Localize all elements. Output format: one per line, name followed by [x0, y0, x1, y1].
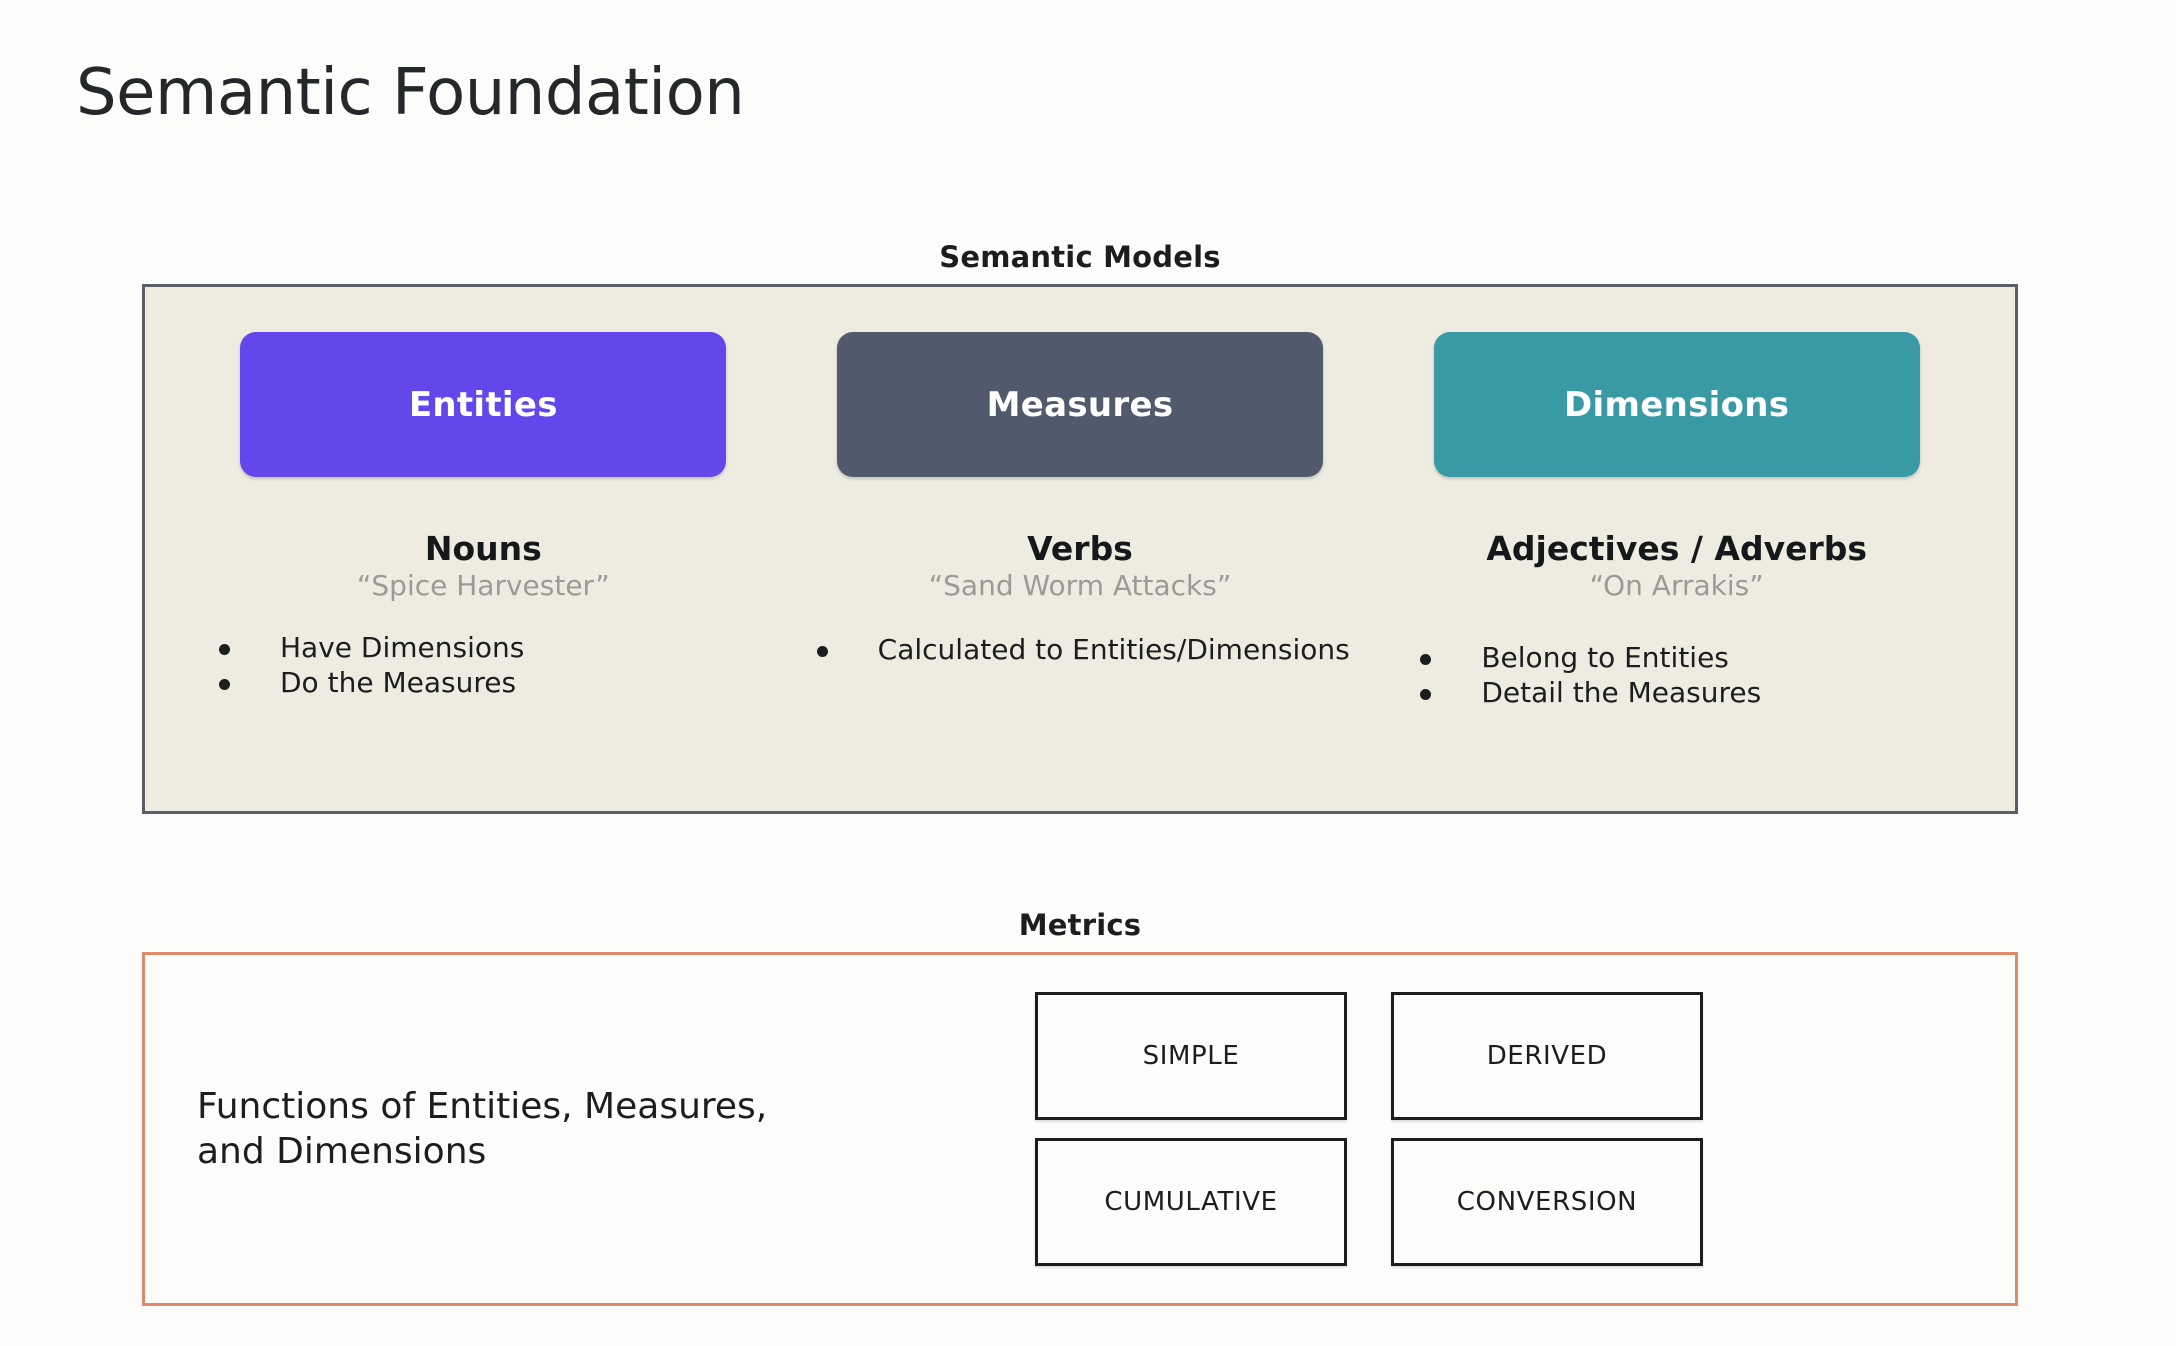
metrics-description-line-1: Functions of Entities, Measures,	[197, 1086, 768, 1127]
metric-type-derived[interactable]: DERIVED	[1391, 992, 1703, 1120]
metrics-heading: Metrics	[1018, 908, 1142, 942]
semantic-model-column-measures: Measures Verbs “Sand Worm Attacks” Calcu…	[782, 332, 1379, 811]
chip-dimensions[interactable]: Dimensions	[1433, 332, 1920, 477]
metric-type-conversion[interactable]: CONVERSION	[1391, 1138, 1703, 1266]
list-item: Do the Measures	[219, 666, 796, 699]
part-of-speech-dimensions: Adjectives / Adverbs	[1486, 529, 1868, 568]
semantic-model-column-entities: Entities Nouns “Spice Harvester” Have Di…	[185, 332, 782, 811]
example-dimensions: “On Arrakis”	[1589, 568, 1764, 602]
metrics-section: Metrics Functions of Entities, Measures,…	[142, 908, 2018, 1306]
part-of-speech-measures: Verbs	[1027, 529, 1133, 568]
bullet-text: Calculated to Entities/Dimensions	[877, 633, 1350, 667]
semantic-models-section: Semantic Models Entities Nouns “Spice Ha…	[142, 240, 2018, 814]
chip-entities[interactable]: Entities	[240, 332, 727, 477]
metric-type-cumulative[interactable]: CUMULATIVE	[1035, 1138, 1347, 1266]
metrics-description-line-2: and Dimensions	[197, 1131, 487, 1172]
example-entities: “Spice Harvester”	[356, 568, 610, 602]
bullet-list-dimensions: Belong to Entities Detail the Measures	[1356, 641, 1997, 711]
bullet-dot-icon	[219, 644, 230, 656]
bullet-dot-icon	[816, 646, 828, 658]
list-item: Detail the Measures	[1420, 676, 1997, 709]
bullet-dot-icon	[1420, 654, 1432, 666]
metric-type-simple[interactable]: SIMPLE	[1035, 992, 1347, 1120]
bullet-dot-icon	[219, 679, 230, 691]
part-of-speech-entities: Nouns	[424, 529, 542, 568]
example-measures: “Sand Worm Attacks”	[928, 568, 1232, 602]
bullet-list-measures: Calculated to Entities/Dimensions	[767, 633, 1394, 668]
metric-type-grid: SIMPLE DERIVED CUMULATIVE CONVERSION	[1035, 992, 1703, 1266]
metrics-panel: Functions of Entities, Measures, and Dim…	[142, 952, 2018, 1306]
chip-measures[interactable]: Measures	[837, 332, 1323, 477]
list-item: Calculated to Entities/Dimensions	[816, 633, 1394, 667]
semantic-models-heading: Semantic Models	[939, 240, 1221, 274]
bullet-text: Do the Measures	[280, 666, 517, 700]
list-item: Have Dimensions	[219, 631, 796, 664]
semantic-model-column-dimensions: Dimensions Adjectives / Adverbs “On Arra…	[1378, 332, 1975, 811]
bullet-list-entities: Have Dimensions Do the Measures	[171, 631, 796, 701]
bullet-text: Have Dimensions	[280, 631, 525, 665]
bullet-text: Belong to Entities	[1481, 641, 1729, 675]
bullet-text: Detail the Measures	[1481, 676, 1762, 710]
semantic-models-panel: Entities Nouns “Spice Harvester” Have Di…	[142, 284, 2018, 814]
bullet-dot-icon	[1420, 689, 1432, 701]
page-title: Semantic Foundation	[76, 56, 745, 130]
list-item: Belong to Entities	[1420, 641, 1997, 674]
metrics-description: Functions of Entities, Measures, and Dim…	[197, 1084, 957, 1174]
